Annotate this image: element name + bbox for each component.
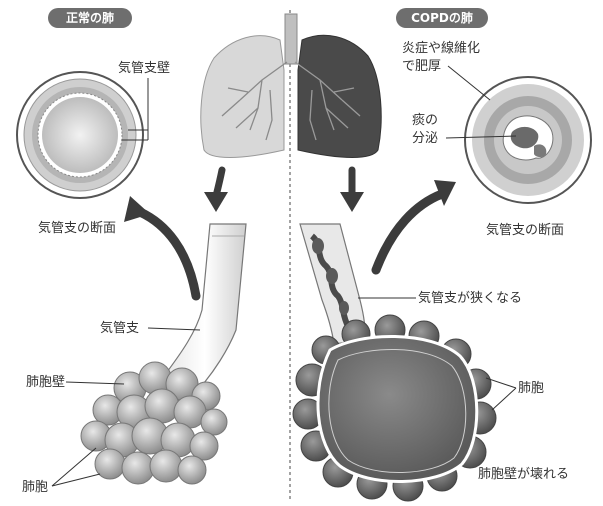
label-bronchial-wall: 気管支壁 [118,60,170,76]
label-bronchus: 気管支 [100,320,139,336]
label-alveolar-wall: 肺胞壁 [26,375,65,390]
healthy-lung [201,36,284,158]
arrow-up-copd [376,180,456,270]
label-sputum-2: 分泌 [412,131,438,146]
leader-bronchus [148,328,200,330]
label-normal-cross-section: 気管支の断面 [38,220,116,236]
leader-normal-alveoli [52,448,100,486]
label-wall-broken: 肺胞壁が壊れる [478,467,569,482]
label-narrowing: 気管支が狭くなる [418,290,522,306]
arrow-up-normal [124,196,196,296]
leader-inflammation [448,66,490,100]
copd-lung [298,35,381,157]
label-copd-alveoli: 肺胞 [518,381,544,396]
label-copd-cross-section: 気管支の断面 [486,222,564,238]
arrow-down-left [204,170,228,212]
header-normal-badge: 正常の肺 [48,8,132,28]
label-inflammation-2: で肥厚 [402,59,441,74]
label-sputum-1: 痰の [412,112,438,128]
arrow-down-right [340,170,364,212]
normal-bronchus-cross-section [17,72,143,198]
header-copd-badge: COPDの肺 [396,8,488,28]
header-normal: 正常の肺 [66,10,114,25]
copd-alveoli-cluster [293,315,496,501]
copd-bronchus-cross-section [465,77,591,203]
label-normal-alveoli: 肺胞 [22,480,48,495]
lungs-illustration [201,14,381,158]
header-copd: COPDの肺 [411,10,473,25]
label-inflammation-1: 炎症や線維化 [402,40,480,56]
